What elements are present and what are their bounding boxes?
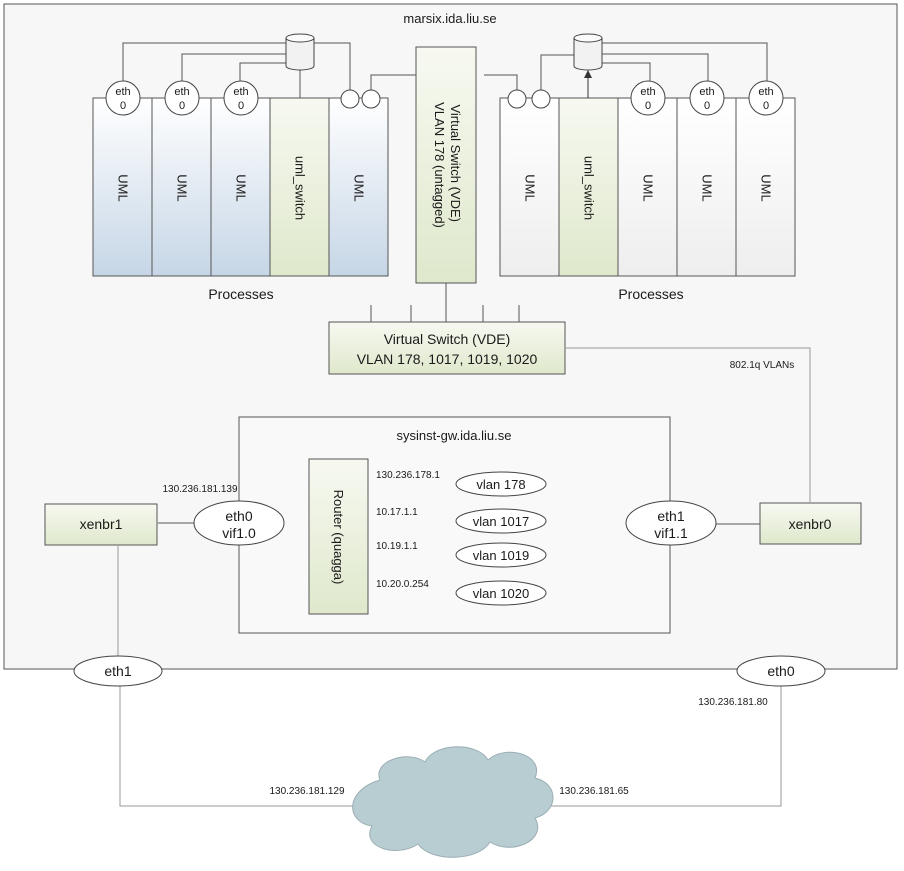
trunk-vlans-label: 802.1q VLANs	[730, 360, 795, 371]
database-icon-left	[285, 33, 315, 71]
vde-trunk-line2: VLAN 178, 1017, 1019, 1020	[357, 351, 538, 367]
vlan-label: vlan 1017	[473, 514, 529, 529]
vde-untagged-label: Virtual Switch (VDE) VLAN 178 (untagged)	[432, 102, 463, 228]
process-label: uml_switch	[582, 156, 597, 220]
gateway-box	[238, 416, 671, 634]
port-icon	[531, 89, 551, 109]
process-label: UML	[175, 174, 190, 201]
physical-eth1-label: eth1	[104, 663, 131, 679]
port-icon	[340, 89, 360, 109]
vlan-ip: 10.17.1.1	[376, 507, 418, 518]
gateway-eth0-line2: vif1.0	[222, 525, 256, 541]
uml-switch-process: uml_switch	[558, 97, 619, 277]
router-label: Router (quagga)	[331, 490, 346, 585]
process-label: UML	[641, 174, 656, 201]
vlan-label: vlan 1019	[473, 548, 529, 563]
process-column	[558, 97, 619, 277]
vlan-ip: 10.19.1.1	[376, 541, 418, 552]
process-label: UML	[352, 174, 367, 201]
gateway-eth0-interface	[193, 500, 285, 546]
vlan-interface: vlan 178 130.236.178.1	[376, 470, 547, 497]
vlan-ip: 130.236.178.1	[376, 470, 440, 481]
gateway-eth1-line1: eth1	[657, 508, 684, 524]
gateway-eth1-interface	[625, 500, 717, 546]
vlan-ip: 10.20.0.254	[376, 579, 429, 590]
process-label: UML	[759, 174, 774, 201]
vlan-label: vlan 1020	[473, 586, 529, 601]
vlan-interface: vlan 1017 10.17.1.1	[376, 507, 547, 534]
cloud-right-ip: 130.236.181.65	[559, 786, 629, 797]
uml-process: UML	[328, 97, 389, 277]
gateway-eth1-line2: vif1.1	[654, 525, 688, 541]
physical-eth1	[73, 655, 163, 687]
process-label: UML	[700, 174, 715, 201]
vde-trunk-box	[328, 321, 566, 375]
process-column	[269, 97, 330, 277]
external-wiring	[117, 546, 782, 807]
vlan-interface: vlan 1020 10.20.0.254	[376, 579, 547, 606]
vde-trunk-line1: Virtual Switch (VDE)	[384, 331, 511, 347]
host-title: marsix.ida.liu.se	[403, 11, 496, 26]
process-column	[617, 97, 678, 277]
physical-eth0-label: eth0	[767, 663, 794, 679]
uml-switch-process: uml_switch	[269, 97, 330, 277]
cloud-left-ip: 130.236.181.129	[269, 786, 345, 797]
process-column	[499, 97, 560, 277]
xenbr0-box	[759, 502, 862, 545]
process-label: UML	[116, 174, 131, 201]
database-icon-right	[573, 33, 603, 71]
vlan-interface: vlan 1019 10.19.1.1	[376, 541, 547, 568]
right-processes-label: Processes	[618, 286, 683, 302]
process-column	[210, 97, 271, 277]
process-label: uml_switch	[293, 156, 308, 220]
left-processes-label: Processes	[208, 286, 273, 302]
process-column	[328, 97, 389, 277]
port-icon	[507, 89, 527, 109]
process-label: UML	[234, 174, 249, 201]
port-icon	[361, 89, 381, 109]
physical-eth0	[736, 655, 826, 687]
xenbr1-box	[44, 503, 158, 546]
gateway-eth0-ip: 130.236.181.139	[162, 484, 238, 495]
vde-untagged-box	[415, 46, 477, 284]
process-label: UML	[523, 174, 538, 201]
cloud-icon	[352, 746, 554, 858]
gateway-title: sysinst-gw.ida.liu.se	[397, 428, 512, 443]
gateway-eth0-line1: eth0	[225, 508, 252, 524]
process-column	[151, 97, 212, 277]
uml-process: UML	[499, 97, 560, 277]
xenbr0-label: xenbr0	[789, 516, 832, 532]
router-box	[308, 458, 369, 615]
physical-eth0-ip: 130.236.181.80	[698, 697, 768, 708]
xenbr1-label: xenbr1	[80, 516, 123, 532]
vlan-label: vlan 178	[476, 477, 525, 492]
